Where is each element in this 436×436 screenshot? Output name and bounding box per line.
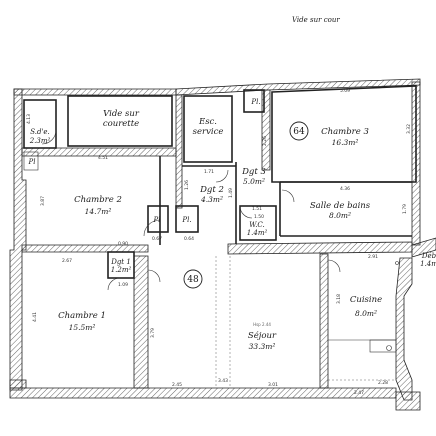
svg-text:3.32: 3.32 [406,124,412,134]
salle-bains-name: Salle de bains [310,201,371,211]
esc-line2: service [193,127,224,137]
sde-name: S.d'e. [30,128,50,136]
svg-text:4.36: 4.36 [340,186,350,192]
dimension-labels: 4.13 4.51 5.09 3.32 2.26 1.71 1.26 1.49 … [26,88,412,396]
salle-bains-area: 8.0m² [329,211,351,220]
svg-text:0.64: 0.64 [184,236,194,242]
vide-courette-line2: courette [103,119,139,129]
pl-mid1-name: Pl [153,216,161,224]
chambre3-area: 16.3m² [332,138,359,147]
sejour-name: Séjour [248,330,277,341]
door-swings [41,129,341,291]
pl-mid2-name: Pl. [181,216,191,224]
chambre2-area: 14.7m² [85,207,112,216]
svg-text:48: 48 [187,275,199,285]
svg-text:0.90: 0.90 [118,241,128,247]
svg-text:2.45: 2.45 [172,382,182,388]
chambre1-area: 15.5m² [69,323,96,332]
sde-area: 2.3m² [29,137,51,145]
dgt1-name: Dgt 1 [110,258,131,266]
vide-courette-line1: Vide sur [103,109,140,119]
partitions [23,85,417,388]
cuisine-name: Cuisine [350,295,382,305]
deb-area: 1.4m [420,260,436,268]
svg-text:3.79: 3.79 [150,328,156,338]
deb-name: Déb [421,252,436,260]
dgt1-area: 1.2m² [111,266,132,274]
dgt3-name: Dgt 3 [241,167,266,177]
esc-line1: Esc. [198,117,217,127]
chambre1-name: Chambre 1 [58,311,106,321]
unit-48-marker: 48 [183,269,203,289]
svg-text:0.67: 0.67 [152,236,162,242]
svg-text:64: 64 [293,127,305,137]
dgt2-area: 4.3m² [200,195,223,204]
svg-text:5.09: 5.09 [340,88,350,94]
interior-walls [21,89,413,389]
svg-text:1.09: 1.09 [118,282,128,288]
sejour-note: Hsp 2.44 [253,322,271,327]
cuisine-area: 8.0m² [355,309,377,318]
svg-text:4.13: 4.13 [26,114,32,124]
svg-text:1.50: 1.50 [254,214,264,220]
exterior-walls [9,78,436,411]
unit-64-marker: 64 [289,121,309,141]
chambre3-name: Chambre 3 [321,127,369,137]
svg-text:3.43: 3.43 [218,378,228,384]
svg-text:4.41: 4.41 [32,312,38,322]
dgt2-name: Dgt 2 [199,185,224,195]
svg-text:1.49: 1.49 [228,188,234,198]
svg-text:1.51: 1.51 [252,206,262,212]
svg-text:2.67: 2.67 [62,258,72,264]
svg-text:3.01: 3.01 [268,382,278,388]
sejour-area: 33.3m² [249,342,276,351]
svg-text:4.51: 4.51 [98,155,108,161]
wc-name: W.C. [249,221,265,229]
svg-text:2.28: 2.28 [378,380,388,386]
svg-text:1.26: 1.26 [184,180,190,190]
svg-text:1.71: 1.71 [204,169,214,175]
svg-text:1.79: 1.79 [402,204,408,214]
room-labels: S.d'e. 2.3m² Vide sur courette Esc. serv… [28,98,436,351]
svg-text:3.18: 3.18 [336,294,342,304]
svg-text:2.26: 2.26 [262,136,268,146]
svg-text:2.47: 2.47 [354,390,364,396]
wc-area: 1.4m² [247,229,268,237]
svg-text:3.87: 3.87 [40,196,46,206]
pl-left-name: Pl [28,158,36,166]
dgt3-area: 5.0m² [243,177,265,186]
svg-text:2.91: 2.91 [368,254,378,260]
pl-top-name: Pl. [250,98,260,106]
chambre2-name: Chambre 2 [74,195,122,205]
vide-sur-cour-label: Vide sur cour [292,16,340,24]
